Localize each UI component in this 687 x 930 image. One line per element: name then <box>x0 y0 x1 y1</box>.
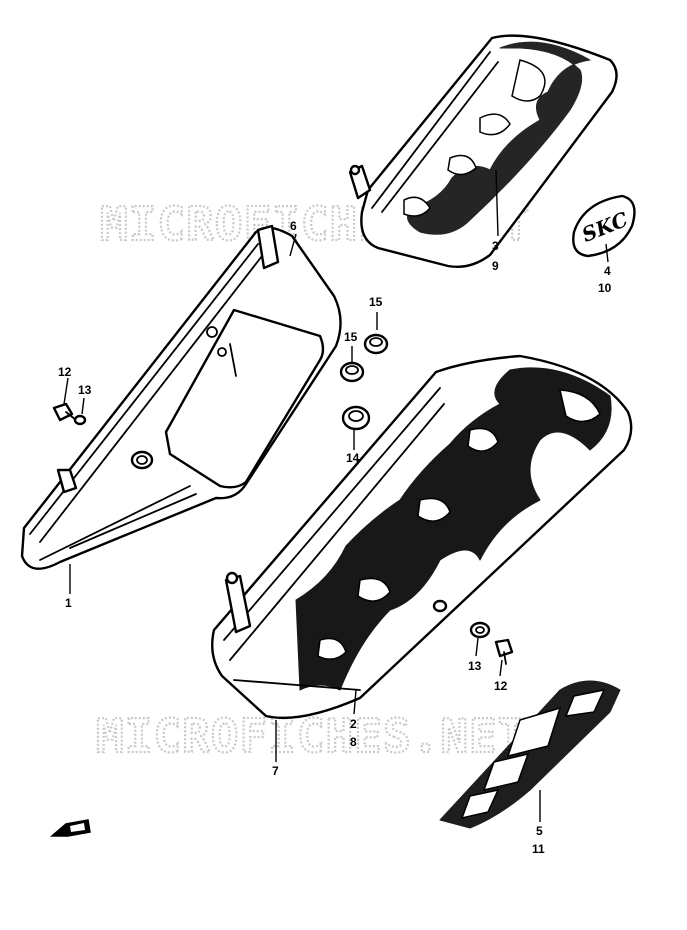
frame-cover-right <box>211 354 633 720</box>
callout-4: 4 <box>604 264 611 278</box>
callout-5: 5 <box>536 824 543 838</box>
callout-10: 10 <box>598 281 612 295</box>
callout-12-right: 12 <box>494 679 508 693</box>
callout-14: 14 <box>346 451 360 465</box>
callout-15-middle: 15 <box>344 330 358 344</box>
callout-6: 6 <box>290 219 297 233</box>
decal-lower <box>439 680 621 829</box>
grommet-middle <box>339 361 365 383</box>
callout-2: 2 <box>350 717 357 731</box>
frame-cover-upper <box>348 34 618 269</box>
leader-lines <box>63 169 609 822</box>
callout-9: 9 <box>492 259 499 273</box>
callout-11: 11 <box>532 842 545 856</box>
callout-8: 8 <box>350 735 357 749</box>
screw-left <box>52 402 77 422</box>
washer-left <box>73 414 87 426</box>
callout-3: 3 <box>492 239 499 253</box>
grommet-upper <box>363 333 389 355</box>
frame-cover-left <box>20 224 342 570</box>
emblem-badge: SKC <box>572 194 636 258</box>
cushion-rubber <box>341 405 371 431</box>
callout-13-right: 13 <box>468 659 482 673</box>
callout-13-left: 13 <box>78 383 92 397</box>
callout-1: 1 <box>65 596 72 610</box>
callout-7: 7 <box>272 764 279 778</box>
callout-labels: 6 3 9 4 10 15 15 14 12 13 1 13 12 2 8 7 … <box>58 219 612 856</box>
washer-right <box>469 621 491 639</box>
screw-right <box>494 638 514 665</box>
callout-12-left: 12 <box>58 365 72 379</box>
watermark-bottom: MICROFICHES.NET <box>96 709 526 763</box>
front-direction-arrow-icon <box>49 819 91 837</box>
callout-15-upper: 15 <box>369 295 383 309</box>
